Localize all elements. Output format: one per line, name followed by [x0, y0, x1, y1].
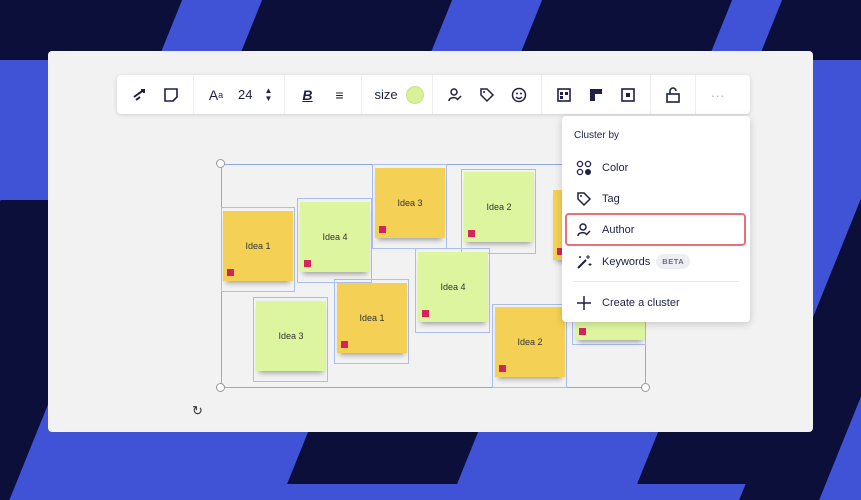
- sticky-frame: [461, 169, 536, 254]
- menu-header: Cluster by: [574, 130, 620, 141]
- tag-icon: [499, 365, 506, 372]
- menu-item-keywords[interactable]: Keywords BETA: [566, 246, 746, 277]
- size-label[interactable]: size: [374, 87, 398, 102]
- sticky-label: Idea 2: [517, 337, 543, 347]
- resize-handle[interactable]: [641, 383, 650, 392]
- tag-icon: [557, 248, 564, 255]
- emoji-icon[interactable]: [505, 81, 533, 109]
- cluster-stack-icon[interactable]: [125, 81, 153, 109]
- sticky-frame: [492, 304, 567, 388]
- magic-wand-icon: [577, 254, 592, 269]
- sticky-label: Idea 1: [359, 313, 385, 323]
- align-center-icon[interactable]: ≡: [335, 86, 344, 103]
- sticky-label: Idea 2: [486, 202, 512, 212]
- fit-frame-icon[interactable]: [614, 81, 642, 109]
- unlock-icon[interactable]: [659, 81, 687, 109]
- plus-icon: [577, 295, 591, 310]
- sticky-label: Idea 4: [440, 282, 466, 292]
- sticky-note[interactable]: Idea 2: [464, 172, 534, 242]
- divider: [574, 281, 738, 282]
- sticky-note[interactable]: Idea 4: [300, 202, 370, 272]
- sticky-frame: [221, 207, 295, 292]
- sticky-note-icon[interactable]: [157, 81, 185, 109]
- author-icon[interactable]: [441, 81, 469, 109]
- tag-icon: [468, 230, 475, 237]
- tag-icon: [577, 191, 592, 206]
- sticky-label: Idea 4: [322, 232, 348, 242]
- color-dots-icon: [576, 160, 592, 175]
- sticky-frame: [372, 164, 447, 249]
- layout-grid-icon[interactable]: [550, 81, 578, 109]
- tag-icon: [304, 260, 311, 267]
- sticky-frame: [415, 248, 490, 333]
- tag-icon: [227, 269, 234, 276]
- sticky-note[interactable]: Idea 2: [495, 307, 565, 377]
- sticky-label: Idea 3: [397, 198, 423, 208]
- tag-icon: [379, 226, 386, 233]
- menu-item-color[interactable]: Color: [566, 152, 746, 183]
- menu-item-label: Tag: [602, 192, 620, 205]
- menu-item-label: Keywords: [602, 255, 651, 268]
- tag-icon: [341, 341, 348, 348]
- menu-item-label: Author: [602, 223, 635, 236]
- menu-item-create-cluster[interactable]: Create a cluster: [566, 287, 746, 318]
- menu-item-tag[interactable]: Tag: [566, 183, 746, 214]
- beta-badge: BETA: [656, 254, 691, 269]
- sticky-note[interactable]: Idea 1: [337, 283, 407, 353]
- sticky-note[interactable]: Idea 1: [223, 211, 293, 281]
- more-icon[interactable]: ···: [710, 86, 725, 103]
- menu-item-label: Create a cluster: [602, 296, 680, 309]
- tag-icon[interactable]: [473, 81, 501, 109]
- rotate-icon[interactable]: ↻: [192, 403, 203, 418]
- color-picker[interactable]: [405, 85, 424, 104]
- sticky-note[interactable]: Idea 3: [256, 301, 326, 371]
- resize-handle[interactable]: [216, 383, 225, 392]
- menu-item-author[interactable]: Author: [565, 213, 746, 246]
- resize-handle[interactable]: [216, 159, 225, 168]
- tag-icon: [579, 328, 586, 335]
- bold-icon[interactable]: B: [302, 86, 313, 103]
- tag-icon: [422, 310, 429, 317]
- menu-item-label: Color: [602, 161, 629, 174]
- sticky-frame: [334, 279, 409, 364]
- author-icon: [577, 222, 591, 236]
- sticky-note[interactable]: Idea 3: [375, 168, 445, 238]
- font-size-stepper[interactable]: ▲▼: [264, 85, 273, 103]
- cluster-menu: Cluster by Color Tag Author Keywords BETA…: [562, 116, 750, 322]
- sticky-label: Idea 3: [278, 331, 304, 341]
- sticky-frame: [253, 297, 328, 382]
- sticky-note[interactable]: Idea 4: [418, 252, 488, 322]
- font-size-value[interactable]: 24: [238, 87, 253, 102]
- align-top-icon[interactable]: [582, 81, 610, 109]
- sticky-label: Idea 1: [245, 241, 271, 251]
